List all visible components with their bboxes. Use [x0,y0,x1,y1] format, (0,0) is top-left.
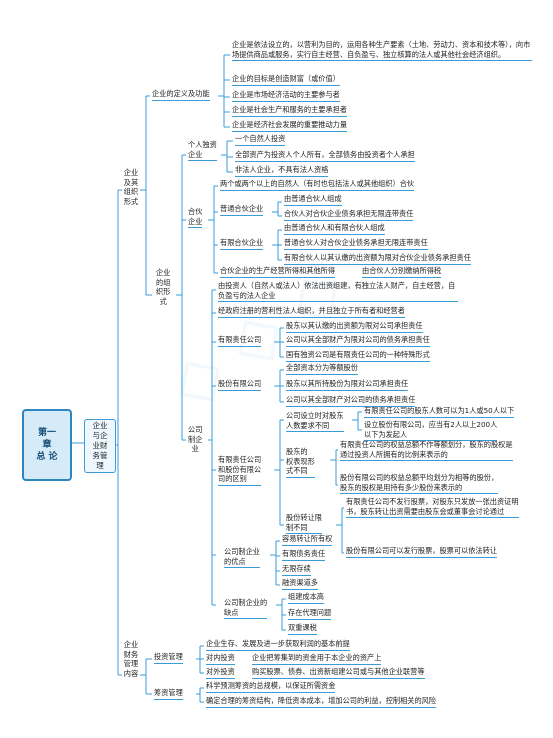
inv-in-label: 对内投资 [206,653,235,665]
diff-c-label: 股份转让限 制不同 [286,513,322,534]
jsc-item-1: 股东以其所持股份为限对公司承担责任 [286,379,409,391]
diff-a-label: 公司设立时对股东 人数要求不同 [286,411,344,432]
sole-item-2: 非法人企业，不具有法人资格 [235,165,329,177]
def-label: 企业的定义及功能 [152,89,210,101]
dis-item-1: 存在代理问题 [288,608,332,620]
dis-item-0: 组建成本高 [288,592,324,604]
partner-tax-b: 由合伙人分别缴纳所得税 [362,266,442,278]
sole-item-1: 全部资产为投资人个人所有，全部债务由投资者个人承担 [235,150,415,162]
inv-top: 企业生存、发展及进一步获取利润的基本前提 [206,639,350,651]
limited-item-1: 普通合伙人对合伙企业债务承担无限连带责任 [284,238,428,250]
adv-item-0: 容易转让所有权 [282,534,333,546]
llc-item-0: 股东以其认缴的出资额为限对公司承担责任 [286,321,423,333]
llc-label: 有限责任公司 [218,335,262,347]
def-item-4: 企业是经济社会发展的重要推动力量 [232,120,348,132]
root-title: 第一 章 总 论 [36,428,58,462]
jsc-label: 股份有限公司 [218,379,262,391]
diff-a-item-1: 设立股份有限公司，应当有2人以上200人 以下为发起人 [364,420,498,441]
dis-item-2: 双重课税 [288,623,317,635]
diff-b-item-1: 股份有限公司的权益总额平均划分为相等的股份， 股东的股权是用持有多少股份来表示的 [340,473,499,494]
diff-c-item-0: 有限责任公司不发行股票，对股东只发放一张出资证明 书，股东转让出资需要由股东会或… [346,497,519,518]
adv-label: 公司制企业 的优点 [224,547,260,568]
sole-item-0: 一个自然人投资 [235,134,286,146]
def-item-3: 企业是社会生产和服务的主要承担者 [232,105,348,117]
adv-item-2: 无限存续 [282,564,311,576]
partner-label: 合伙 企业 [188,207,203,228]
dis-label: 公司制企业的 缺点 [224,598,268,619]
inv-out-label: 对外投资 [206,667,235,679]
general-item-1: 合伙人对合伙企业债务承担无限连带责任 [284,209,414,221]
def-item-0: 企业是依法设立的，以营利为目的，运用各种生产要素（土地、劳动力、资本和技术等），… [232,40,532,61]
general-label: 普通合伙企业 [220,204,264,216]
diff-c-item-1: 股份有限公司可以发行股票，股票可以依法转让 [346,546,497,558]
diff-label: 有限责任公司 和股份有限公 司的区别 [218,455,262,486]
level1-node: 企业 与企 业财 务管 理 [84,419,116,473]
diff-b-label: 股东的 权表现形 式不同 [286,447,315,478]
diff-b-item-0: 有限责任公司的权益总额不作等额划分，股东的股权是 通过投资人所拥有的比例来表示的 [340,440,513,461]
partner-top: 两个或两个以上的自然人（有时也包括法人或其他组织）合伙 [220,179,415,191]
def-item-2: 企业是市场经济活动的主要参与者 [232,90,340,102]
limited-item-2: 有限合伙人以其认缴的出资额为限对合伙企业债务承担责任 [284,253,471,265]
fin-item-0: 科学预测筹资的总规模，以保证所需资金 [206,681,336,693]
limited-item-0: 由普通合伙人和有限合伙人组成 [284,223,385,235]
inv-label: 投资管理 [154,652,183,664]
partner-tax-a: 合伙企业的生产经营所得和其他所得 [220,266,336,278]
def-item-1: 企业的目标是创造财富（或价值） [232,74,340,86]
root-node: 第一 章 总 论 [22,409,72,481]
corp-label: 公司 制企 业 [188,425,203,453]
corp-top2: 经政府注册的营利性法人组织，并且独立于所有者和经营者 [218,306,405,318]
llc-item-1: 公司以其全部财产为限对公司的债务承担责任 [286,335,430,347]
llc-item-2: 国有独资公司是有限责任公司的一种特殊形式 [286,350,430,362]
fin-item-1: 确定合理的筹资结构，降低资本成本，增加公司的利益，控制相关的风险 [206,696,437,708]
section-org: 企业 及其 组织 形式 [123,168,139,206]
section-mgmt: 企业 财务 管理 内容 [123,640,139,678]
forms-label: 企业 的组 织形 式 [156,268,171,306]
level1-title: 企业 与企 业财 务管 理 [92,421,108,470]
limited-label: 有限合伙企业 [220,238,264,250]
general-item-0: 由普通合伙人组成 [284,194,342,206]
corp-top: 由投资人（自然人或法人）依法出资组建，有独立法人财产，自主经营，自负盈亏的法人企… [218,281,458,302]
diff-a-item-0: 有限责任公司的股东人数可以为1人或50人以下 [364,406,515,418]
sole-label: 个人独资 企业 [188,140,217,161]
inv-out: 购买股票、债券、出资新组建公司或与其他企业联营等 [252,667,425,679]
adv-item-1: 有限债务责任 [282,549,326,561]
inv-in: 企业把筹集到的资金用于本企业的资产上 [252,653,382,665]
fin-label: 筹资管理 [154,688,183,700]
jsc-item-0: 全部资本分为等额股份 [286,363,358,375]
adv-item-3: 融资渠道多 [282,578,318,590]
jsc-item-2: 公司以其全部财产对公司的债务承担责任 [286,395,416,407]
